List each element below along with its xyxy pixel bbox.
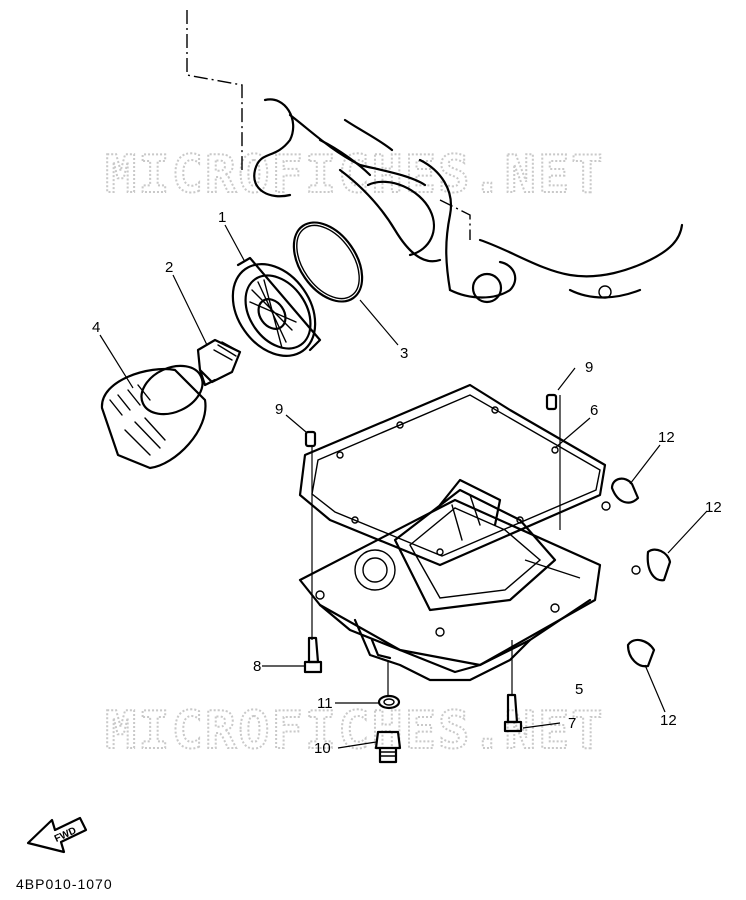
callout-2: 2 (165, 259, 173, 276)
part-2-union-bolt (196, 338, 242, 387)
callout-6: 6 (590, 402, 598, 419)
forward-direction-arrow: FWD (26, 816, 88, 854)
callout-labels: 1 2 3 4 5 6 7 8 9 9 10 11 12 12 12 (92, 209, 722, 757)
part-3-o-ring (292, 221, 364, 303)
part-1-oil-filter-base (231, 256, 322, 357)
callout-5: 5 (575, 681, 583, 698)
part-7-bolt (503, 693, 523, 733)
callout-4: 4 (92, 319, 100, 336)
callout-12-upper: 12 (658, 429, 675, 446)
part-9-dowel-pin-left (304, 430, 317, 448)
callout-9-right: 9 (585, 359, 593, 376)
callout-12-lower: 12 (660, 712, 677, 729)
engine-block-outline (186, 10, 684, 304)
part-10-drain-bolt (374, 730, 402, 764)
part-11-washer (377, 694, 401, 710)
leader-lines (99, 224, 708, 749)
watermark-bottom: MICROFICHES.NET (105, 701, 605, 761)
callout-9-left: 9 (275, 401, 283, 418)
part-12-clamp-lower (626, 638, 656, 668)
watermark-top: MICROFICHES.NET (105, 145, 605, 205)
callout-7: 7 (568, 715, 576, 732)
callout-12-middle: 12 (705, 499, 722, 516)
part-9-dowel-pin-right (545, 393, 558, 411)
part-4-oil-filter (100, 364, 207, 470)
diagram-part-code: 4BP010-1070 (16, 876, 113, 892)
callout-8: 8 (253, 658, 261, 675)
part-12-clamp-middle (631, 548, 672, 582)
part-12-clamp-upper (601, 477, 640, 511)
callout-3: 3 (400, 345, 408, 362)
callout-1: 1 (218, 209, 226, 226)
part-6-gasket (298, 383, 607, 567)
part-5-oil-pan (298, 478, 602, 682)
callout-11: 11 (317, 695, 333, 712)
part-8-bolt (303, 636, 323, 674)
callout-10: 10 (314, 740, 331, 757)
